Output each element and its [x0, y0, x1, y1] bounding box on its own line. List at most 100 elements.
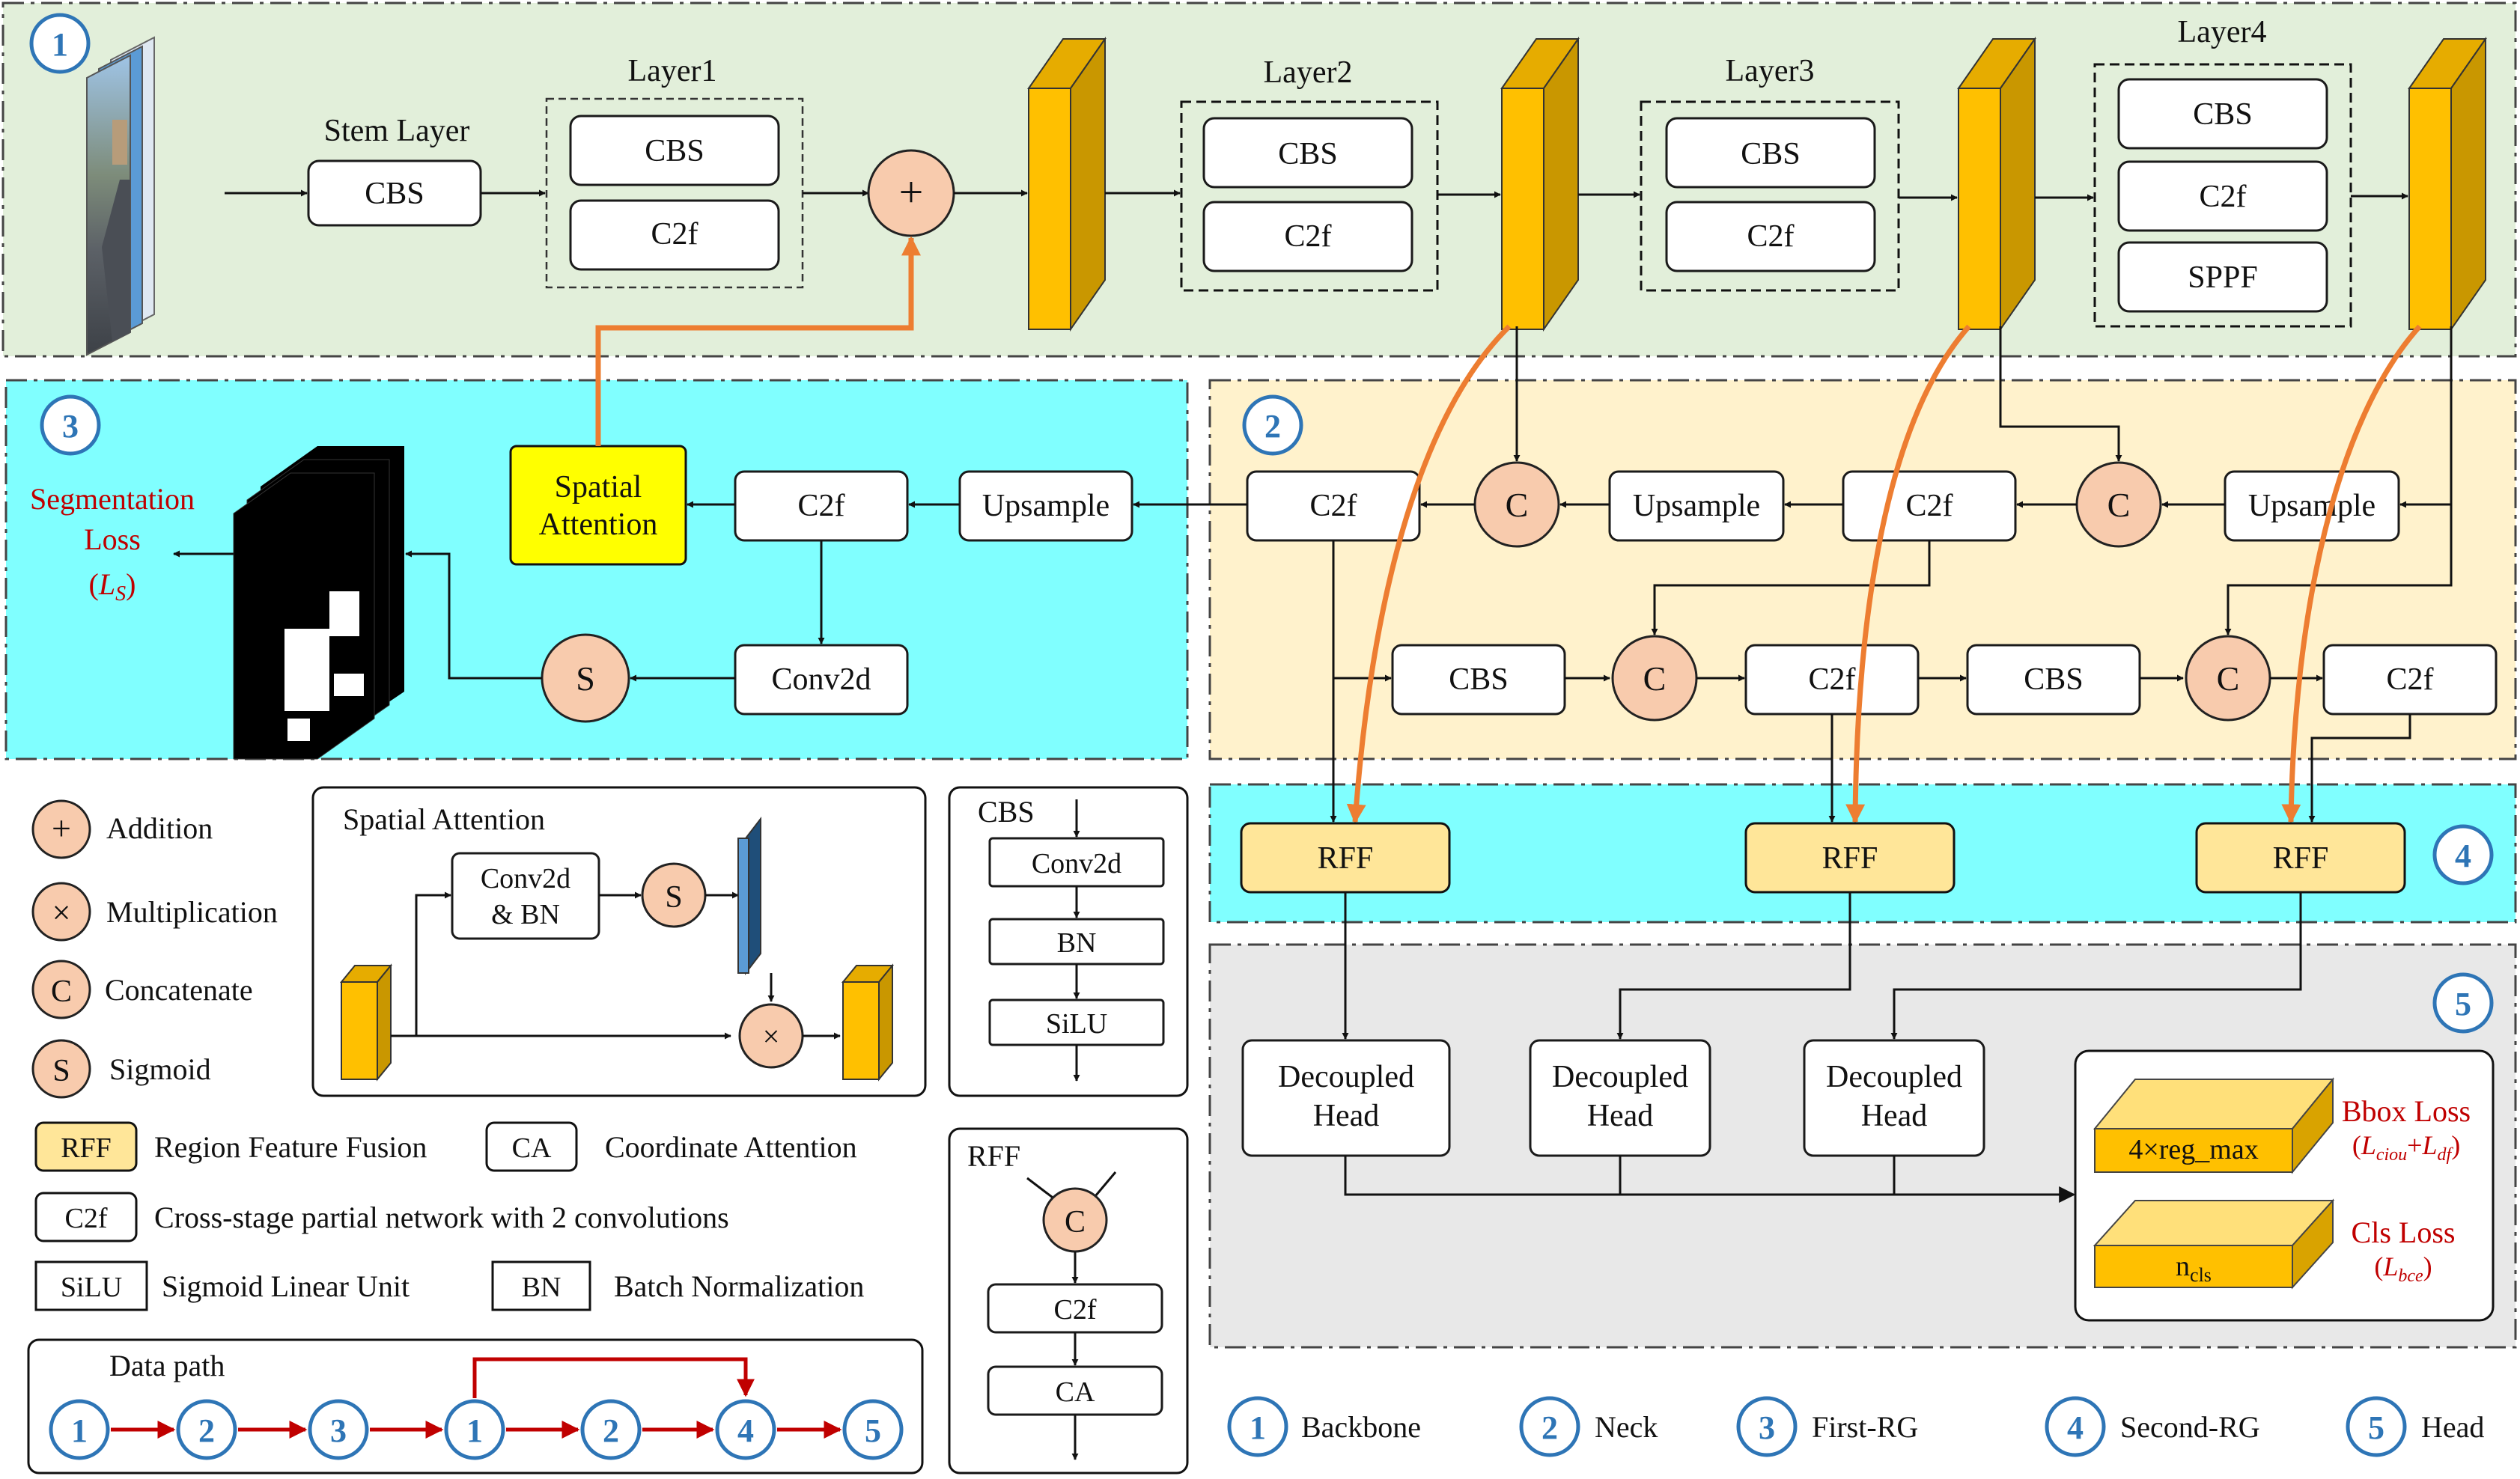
decoupled-head-2-label-2: Head	[1587, 1099, 1654, 1133]
svg-text:2: 2	[603, 1412, 619, 1449]
svg-text:Sigmoid: Sigmoid	[109, 1052, 211, 1086]
decoupled-head-1-label-1: Decoupled	[1278, 1060, 1414, 1094]
section-number-5: 5	[2432, 972, 2494, 1034]
spatial-attention-label-2: Attention	[539, 507, 658, 542]
section-number-1: 1	[29, 13, 91, 74]
svg-text:CA: CA	[512, 1132, 552, 1164]
legend-multiplication: × Multiplication	[31, 882, 278, 942]
input-image	[86, 36, 155, 356]
segmentation-mask	[233, 446, 404, 760]
data-path-step-6: 4	[715, 1399, 776, 1460]
stem-cbs-label: CBS	[365, 177, 424, 211]
svg-text:Cross-stage partial network wi: Cross-stage partial network with 2 convo…	[154, 1201, 729, 1234]
rff-label-1: RFF	[1318, 841, 1374, 876]
neck-cbs-a-label: CBS	[1449, 662, 1508, 697]
neck-c2f-c-label: C2f	[1809, 662, 1856, 697]
svg-text:5: 5	[2455, 986, 2471, 1022]
segmentation-loss-label-1: Segmentation	[30, 482, 195, 516]
svg-text:Concatenate: Concatenate	[105, 973, 253, 1007]
bbox-output-block	[2093, 1077, 2335, 1174]
data-path-step-1: 1	[49, 1399, 110, 1460]
first-rg-upsample-block	[958, 470, 1133, 542]
data-path-step-7: 5	[842, 1399, 904, 1460]
neck-concat-2: C	[2075, 461, 2162, 548]
sa-sigmoid-node: S	[641, 862, 707, 928]
layer2-cbs-block	[1202, 117, 1413, 189]
layer4-c2f-block	[2117, 160, 2328, 232]
sa-input-feature-map	[339, 963, 393, 1082]
svg-text:Coordinate Attention: Coordinate Attention	[605, 1130, 857, 1164]
addition-node: +	[867, 149, 955, 237]
svg-text:Multiplication: Multiplication	[106, 895, 278, 929]
legend-first-rg: 3 First-RG	[1736, 1396, 1918, 1457]
rff-detail-c2f-label: C2f	[1054, 1294, 1097, 1326]
legend-addition: + Addition	[31, 799, 213, 859]
legend-head: 5 Head	[2346, 1396, 2484, 1457]
layer2-title: Layer2	[1264, 55, 1353, 90]
layer4-title: Layer4	[2178, 15, 2267, 49]
legend-c2f: C2f Cross-stage partial network with 2 c…	[34, 1192, 729, 1242]
neck-c2f-b-label: C2f	[1906, 489, 1953, 523]
feature-map-4	[2408, 36, 2487, 332]
layer3-cbs-block	[1665, 117, 1876, 189]
layer2-c2f-block	[1202, 201, 1413, 272]
svg-text:4: 4	[2067, 1409, 2084, 1446]
layer4-c2f-label: C2f	[2200, 180, 2247, 214]
data-path-title: Data path	[109, 1349, 225, 1382]
layer1-title: Layer1	[628, 54, 717, 88]
legend-neck: 2 Neck	[1519, 1396, 1658, 1457]
layer2-cbs-label: CBS	[1278, 137, 1337, 171]
svg-text:4: 4	[737, 1412, 754, 1449]
segmentation-loss-symbol: (LS)	[89, 567, 136, 606]
layer2-group	[1180, 100, 1439, 292]
bbox-loss-formula: (Lciou+Ldf)	[2352, 1130, 2460, 1165]
feature-map-3	[1957, 36, 2036, 332]
data-path-step-5: 2	[580, 1399, 642, 1460]
svg-text:×: ×	[763, 1019, 780, 1053]
legend-rff: RFF Region Feature Fusion	[34, 1121, 427, 1172]
neck-concat-3: C	[1611, 635, 1698, 722]
decoupled-head-1	[1241, 1039, 1451, 1157]
svg-text:C: C	[51, 975, 72, 1009]
svg-text:3: 3	[330, 1412, 347, 1449]
legend-concatenate: C Concatenate	[31, 960, 253, 1019]
svg-text:5: 5	[2368, 1409, 2384, 1446]
neck-c2f-d-label: C2f	[2387, 662, 2434, 697]
cls-loss-title: Cls Loss	[2352, 1216, 2456, 1249]
layer4-sppf-label: SPPF	[2188, 260, 2257, 295]
layer3-cbs-label: CBS	[1741, 137, 1800, 171]
first-rg-conv2d-block	[734, 644, 909, 716]
layer4-group	[2093, 63, 2352, 328]
svg-text:Second-RG: Second-RG	[2120, 1410, 2260, 1444]
first-rg-conv2d-label: Conv2d	[771, 662, 871, 697]
svg-text:1: 1	[71, 1412, 88, 1449]
cls-output-label: ncls	[2176, 1251, 2212, 1286]
cbs-detail-conv2d-label: Conv2d	[1032, 848, 1121, 879]
svg-text:Backbone: Backbone	[1301, 1410, 1421, 1444]
rff-detail-title: RFF	[967, 1139, 1020, 1173]
svg-text:C: C	[1065, 1205, 1086, 1239]
svg-text:2: 2	[1541, 1409, 1558, 1446]
legend-silu: SiLU Sigmoid Linear Unit	[34, 1260, 410, 1311]
layer4-cbs-block	[2117, 78, 2328, 150]
data-path-step-2: 2	[176, 1399, 237, 1460]
backbone-to-rff-arrow-2	[1845, 324, 1971, 824]
svg-text:C: C	[1643, 659, 1667, 698]
legend-sigmoid: S Sigmoid	[31, 1039, 211, 1099]
layer4-cbs-label: CBS	[2193, 97, 2252, 132]
svg-text:C2f: C2f	[65, 1203, 108, 1234]
feature-map-2	[1500, 36, 1580, 332]
svg-text:S: S	[52, 1054, 70, 1088]
svg-text:SiLU: SiLU	[61, 1272, 122, 1303]
svg-text:×: ×	[52, 894, 71, 931]
neck-concat-1: C	[1473, 461, 1560, 548]
neck-cbs-b-block	[1966, 644, 2141, 716]
svg-text:Neck: Neck	[1595, 1410, 1658, 1444]
svg-text:S: S	[576, 659, 595, 698]
svg-text:4: 4	[2455, 838, 2471, 874]
legend-bn: BN Batch Normalization	[491, 1260, 864, 1311]
bbox-loss-title: Bbox Loss	[2342, 1094, 2471, 1128]
rff-label-3: RFF	[2273, 841, 2329, 876]
rff-label-2: RFF	[1822, 841, 1878, 876]
layer2-c2f-label: C2f	[1285, 219, 1332, 254]
